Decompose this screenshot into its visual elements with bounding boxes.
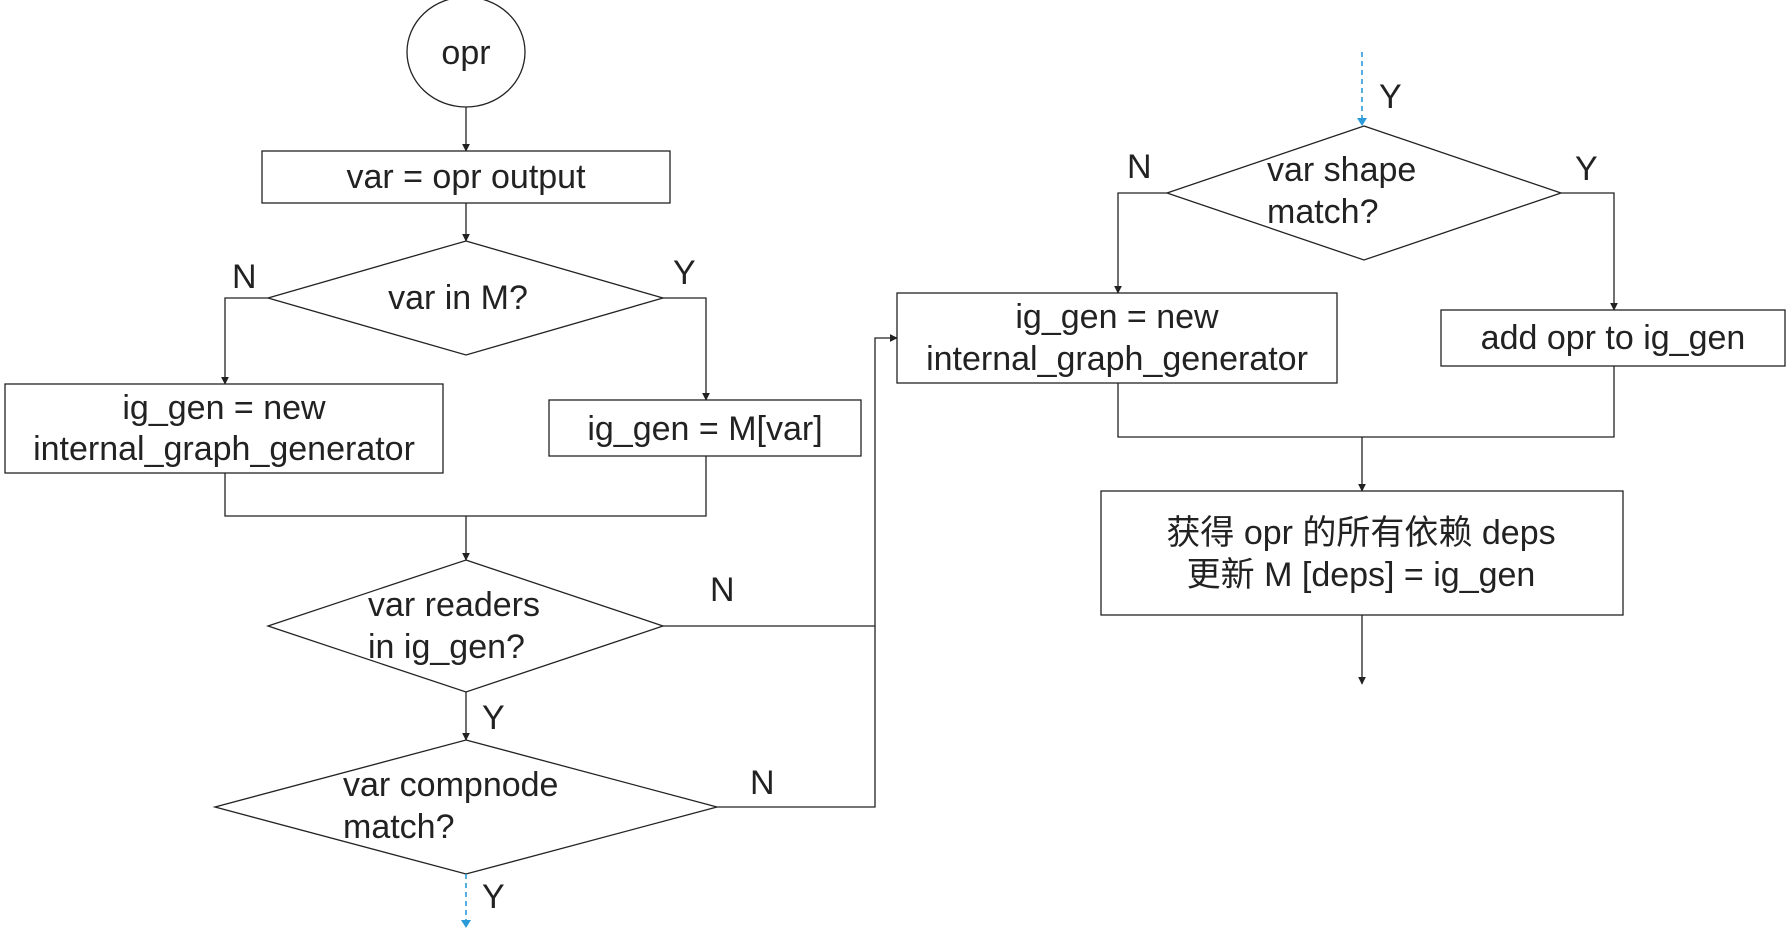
shape-label-line1: var shape <box>1267 151 1416 189</box>
connector-merge-right <box>1117 366 1615 438</box>
new-generator-right-line1: ig_gen = new <box>1015 298 1219 336</box>
shape-decision: var shape match? <box>1164 125 1564 261</box>
connector-var-in-m-no <box>221 297 268 385</box>
shape-yes-label: Y <box>1575 150 1598 188</box>
lookup-generator-process: ig_gen = M[var] <box>548 399 862 457</box>
readers-label-line1: var readers <box>368 586 540 624</box>
update-deps-line2: 更新 M [deps] = ig_gen <box>1187 556 1536 594</box>
shape-no-label: N <box>1127 148 1152 186</box>
connector-shape-yes <box>1561 192 1618 311</box>
shape-label-line2: match? <box>1267 193 1379 231</box>
continuation-arrow-bottom <box>461 920 471 928</box>
new-generator-left-line2: internal_graph_generator <box>33 430 415 468</box>
new-generator-left-line1: ig_gen = new <box>122 389 326 427</box>
connector-compnode-no <box>717 626 876 808</box>
compnode-decision: var compnode match? <box>212 739 720 875</box>
var-in-m-yes-label: Y <box>673 254 696 292</box>
assign-var-process: var = opr output <box>261 150 671 204</box>
readers-decision: var readers in ig_gen? <box>265 559 666 693</box>
add-opr-label: add opr to ig_gen <box>1481 319 1746 357</box>
compnode-label-line2: match? <box>343 808 455 846</box>
readers-label-line2: in ig_gen? <box>368 628 525 666</box>
new-generator-right-process: ig_gen = new internal_graph_generator <box>896 292 1338 384</box>
compnode-no-label: N <box>750 764 775 802</box>
update-deps-line1: 获得 opr 的所有依赖 deps <box>1166 514 1555 552</box>
continue-yes-label: Y <box>1379 78 1402 116</box>
start-label: opr <box>441 34 490 72</box>
new-generator-left-process: ig_gen = new internal_graph_generator <box>4 383 444 474</box>
new-generator-right-line2: internal_graph_generator <box>926 340 1308 378</box>
readers-no-label: N <box>710 571 735 609</box>
connector-var-in-m-yes <box>663 297 710 401</box>
start-node: opr <box>406 0 526 108</box>
compnode-label-line1: var compnode <box>343 766 558 804</box>
var-in-m-no-label: N <box>232 258 257 296</box>
add-opr-process: add opr to ig_gen <box>1440 309 1786 367</box>
lookup-label: ig_gen = M[var] <box>587 410 822 448</box>
update-deps-process: 获得 opr 的所有依赖 deps 更新 M [deps] = ig_gen <box>1100 490 1624 616</box>
connector-shape-no <box>1114 192 1167 294</box>
readers-yes-label: Y <box>482 699 505 737</box>
continuation-arrow-top <box>1357 118 1367 126</box>
assign-var-label: var = opr output <box>346 158 586 196</box>
connector-readers-no <box>663 334 898 627</box>
compnode-yes-label: Y <box>482 878 505 916</box>
var-in-m-decision: var in M? <box>265 240 666 356</box>
var-in-m-label: var in M? <box>388 279 528 317</box>
